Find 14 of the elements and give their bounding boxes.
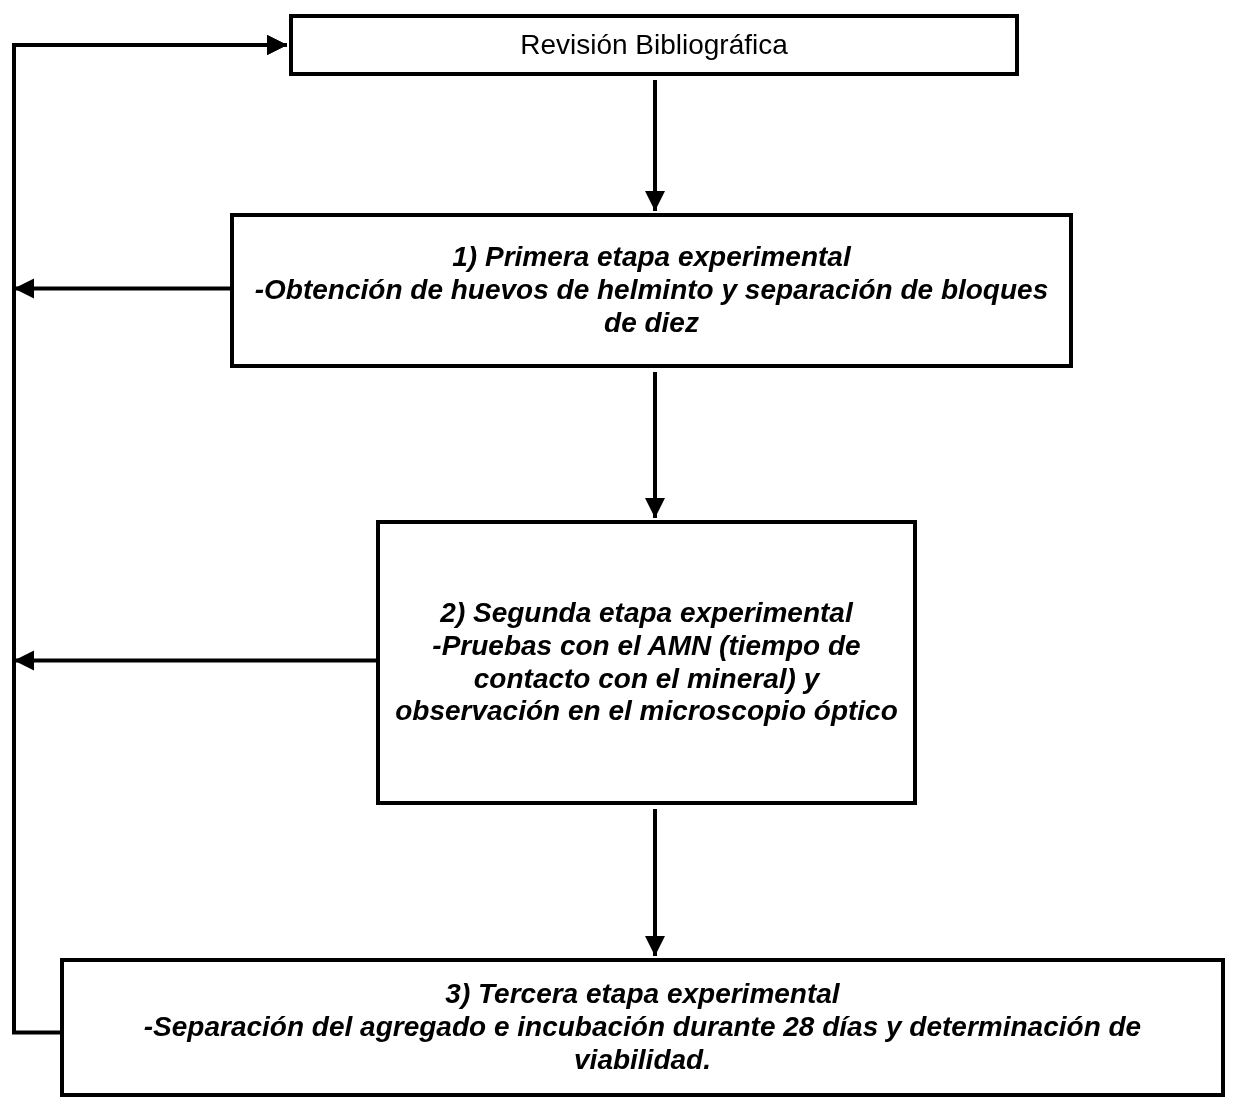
arrow xyxy=(645,372,665,518)
arrow xyxy=(645,80,665,211)
process-box xyxy=(289,14,1019,76)
box-heading: Revisión Bibliográfica xyxy=(520,28,788,62)
box-text: -Separación del agregado e incubación durante 28 días y determinación de viabilidad. xyxy=(142,1011,1143,1077)
process-box xyxy=(230,213,1073,368)
box-text: -Pruebas con el AMN (tiempo de contacto con el mineral) y observación en el microscopio óptico xyxy=(394,629,899,728)
process-box xyxy=(376,520,917,805)
arrow xyxy=(645,809,665,956)
box-text: -Obtención de huevos de helminto y separación de bloques de diez xyxy=(253,274,1050,340)
box-heading: 2) Segunda etapa experimental xyxy=(440,597,853,630)
process-box xyxy=(60,958,1225,1097)
box-heading: 3) Tercera etapa experimental xyxy=(445,978,840,1012)
box-heading: 1) Primera etapa experimental xyxy=(452,241,851,275)
